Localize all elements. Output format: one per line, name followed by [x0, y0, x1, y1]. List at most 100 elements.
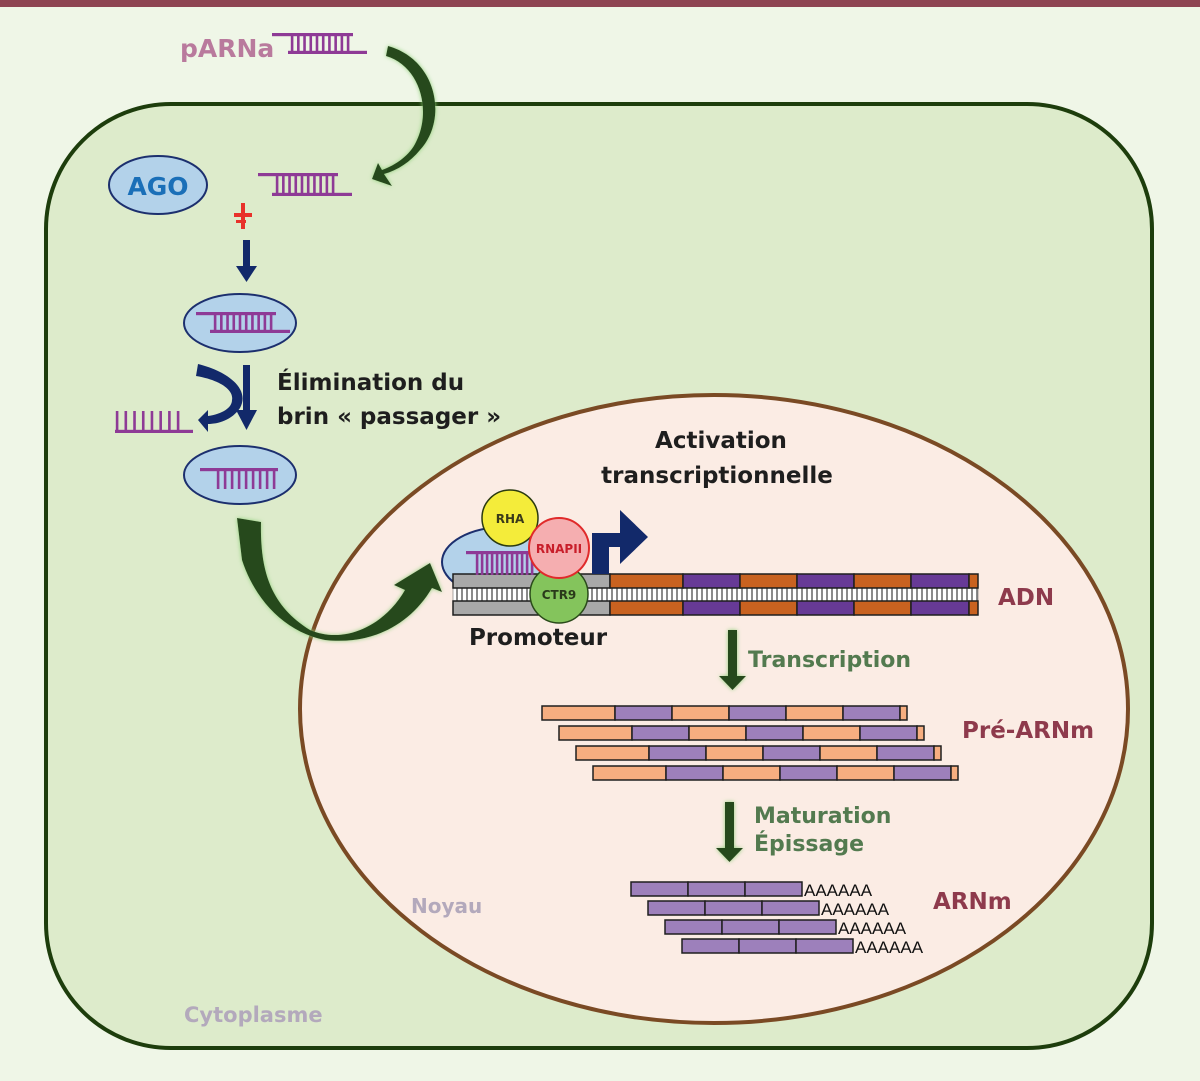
base-pair [275, 173, 279, 196]
splicing-label: Épissage [754, 831, 864, 857]
plus-icon [234, 203, 252, 229]
base-pair [251, 468, 255, 489]
base-pair [237, 468, 241, 489]
intron-segment [671, 705, 730, 721]
dna-segment [910, 600, 970, 616]
base-pair [265, 468, 269, 489]
exon-segment [778, 919, 837, 935]
dna-segment [682, 600, 741, 616]
base-pair [321, 33, 325, 54]
base-pair [232, 312, 236, 333]
exon-segment [761, 900, 820, 916]
pre-mrna-stack [541, 705, 959, 781]
rnapii-label: RNAPII [536, 542, 582, 556]
promoter-label: Promoteur [469, 625, 608, 651]
base-pair [226, 312, 229, 333]
intron-segment [819, 745, 878, 761]
base-pair [315, 33, 319, 54]
base-pair [480, 551, 484, 575]
base-pair [331, 173, 335, 196]
base-pair [485, 551, 489, 575]
exon-segment [664, 919, 723, 935]
loaded-duplex-icon [196, 312, 290, 333]
exon-segment [681, 938, 740, 954]
base-pair [288, 173, 291, 196]
intron-segment [916, 725, 925, 741]
activation-label-line2: transcriptionnelle [601, 463, 833, 489]
base-pair [309, 33, 313, 54]
activation-label-line1: Activation [655, 428, 787, 454]
base-pair [124, 411, 128, 433]
transcription-label: Transcription [748, 648, 911, 673]
base-pair [244, 312, 248, 333]
intron-segment [802, 725, 861, 741]
base-pair [500, 551, 504, 575]
exon-segment [721, 919, 780, 935]
base-pair [510, 551, 514, 575]
base-pair [303, 33, 306, 54]
transcription-start-arrow [592, 510, 648, 574]
polya-tail: AAAAAA [804, 881, 873, 900]
elimination-label-line1: Élimination du [277, 368, 464, 396]
base-pair [297, 33, 300, 54]
exon-segment [893, 765, 952, 781]
base-pair [520, 551, 524, 575]
elimination-label-line2: brin « passager » [277, 404, 501, 430]
exon-segment [795, 938, 854, 954]
pre-mrna-transcript [592, 765, 959, 781]
exon-segment [687, 881, 746, 897]
down-arrow-icon [236, 240, 257, 282]
exon-segment [665, 765, 724, 781]
base-pair [263, 312, 267, 333]
intron-segment [950, 765, 959, 781]
base-pair [313, 173, 316, 196]
dna-label: ADN [998, 585, 1054, 611]
base-pair [220, 312, 223, 333]
base-pair [294, 173, 298, 196]
pre-mrna-label: Pré-ARNm [962, 718, 1094, 744]
exon-segment [738, 938, 797, 954]
intron-segment [541, 705, 616, 721]
base-pair [490, 551, 494, 575]
ago-label: AGO [127, 172, 188, 201]
rna-strand [288, 50, 367, 54]
cytoplasm-label: Cytoplasme [184, 1003, 323, 1027]
polya-tail: AAAAAA [855, 938, 924, 957]
exon-segment [745, 725, 804, 741]
base-pair [133, 411, 136, 433]
mrna-transcript: AAAAAA [647, 900, 890, 919]
dna-segment [739, 573, 798, 589]
exon-segment [630, 881, 689, 897]
base-pair [306, 173, 310, 196]
maturation-label: Maturation [754, 804, 891, 829]
nuclear-import-arrow [237, 518, 442, 641]
base-pair [290, 33, 294, 54]
base-pair [213, 312, 217, 333]
base-pair [325, 173, 329, 196]
base-pair [176, 411, 180, 433]
dna-segment [796, 600, 855, 616]
rha-label: RHA [496, 512, 525, 526]
dna-segment [796, 573, 855, 589]
base-pair [115, 411, 119, 433]
exon-segment [631, 725, 690, 741]
intron-segment [785, 705, 844, 721]
rna-strand [196, 312, 276, 316]
intron-segment [933, 745, 942, 761]
rna-duplex-icon [258, 173, 352, 196]
ago-protein [108, 155, 208, 215]
exon-segment [779, 765, 838, 781]
dna-segment [853, 600, 912, 616]
mrna-label: ARNm [933, 889, 1012, 915]
base-pair [251, 312, 254, 333]
pre-mrna-transcript [575, 745, 942, 761]
base-pair [257, 312, 260, 333]
guide-strand-icon [200, 468, 278, 489]
base-pair [269, 312, 273, 333]
base-pair [300, 173, 304, 196]
rna-strand [272, 192, 352, 196]
exon-segment [762, 745, 821, 761]
base-pair [150, 411, 154, 433]
dna-segment [910, 573, 970, 589]
